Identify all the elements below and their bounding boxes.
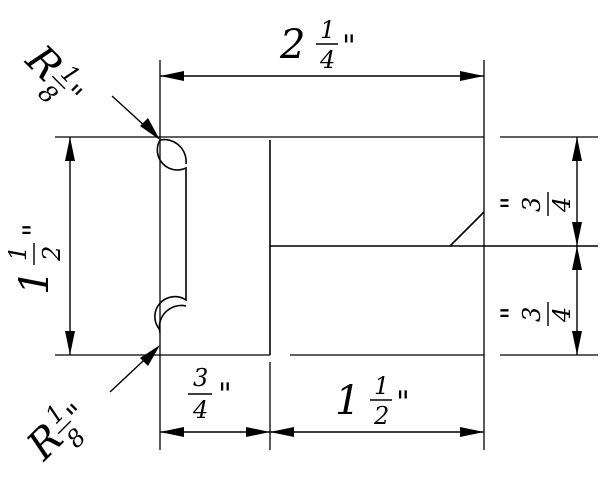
extension-lines [55, 60, 598, 450]
dim-bl-unit: " [218, 377, 232, 412]
dim-left-den: 2 [38, 246, 66, 262]
dim-ru-unit: " [495, 196, 530, 210]
dim-br-num: 1 [374, 372, 389, 400]
part-outline [154, 138, 598, 355]
top-notch-arc [159, 138, 187, 165]
dim-br-unit: " [396, 385, 410, 420]
dim-bl-den: 4 [192, 396, 208, 424]
dim-top-den: 4 [319, 46, 335, 74]
dim-top-num: 1 [320, 16, 335, 44]
dim-right: 3 4 " 3 4 " [495, 137, 582, 355]
dim-ru-num: 3 [518, 197, 546, 212]
dim-top-unit: " [342, 29, 356, 64]
dim-left-whole: 1 [12, 270, 58, 295]
dim-bl-num: 3 [193, 364, 208, 392]
dim-rl-den: 4 [548, 307, 576, 323]
radius-callout-top: R 1 8 " [16, 36, 160, 140]
dim-rl-num: 3 [518, 307, 546, 322]
dim-top-width: 2 1 4 " [160, 16, 484, 81]
dim-ru-den: 4 [548, 197, 576, 213]
left-profile-with-notches [154, 139, 187, 331]
dim-br-whole: 1 [335, 378, 360, 424]
dim-bottom-left: 3 4 " [160, 364, 270, 437]
dim-left-height: 1 1 2 " [4, 137, 75, 355]
radius-callout-bottom: R 1 8 " [18, 345, 160, 470]
dim-left-unit: " [17, 223, 52, 237]
dim-br-den: 2 [373, 402, 389, 430]
dim-bottom-right: 1 1 2 " [270, 372, 484, 437]
bottom-notch-arc [158, 304, 187, 334]
dim-top-whole: 2 [279, 22, 305, 68]
dim-rl-unit: " [495, 306, 530, 320]
dim-left-num: 1 [4, 246, 32, 261]
chamfer-line [449, 211, 485, 247]
